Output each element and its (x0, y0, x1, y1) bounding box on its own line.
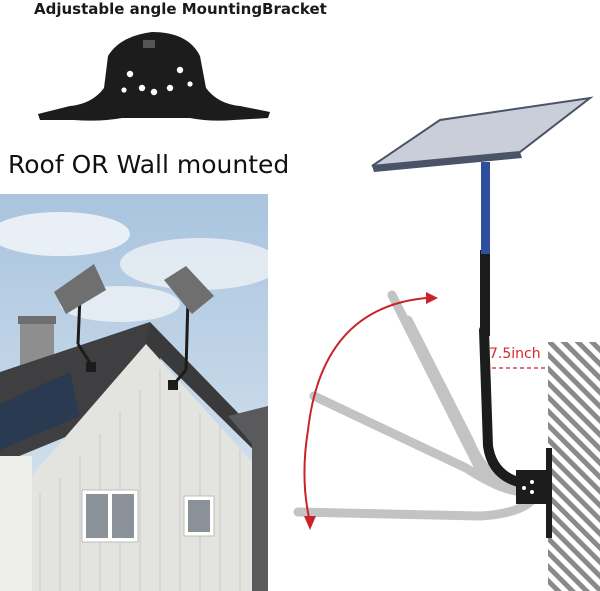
bracket-title: Adjustable angle MountingBracket (34, 0, 327, 18)
dimension-label: 7.5inch (489, 346, 541, 362)
dish-assembly-diagram (293, 96, 600, 591)
mounting-caption: Roof OR Wall mounted (8, 150, 290, 179)
house-scene-icon (0, 194, 268, 591)
mounting-bracket-icon (38, 32, 270, 121)
